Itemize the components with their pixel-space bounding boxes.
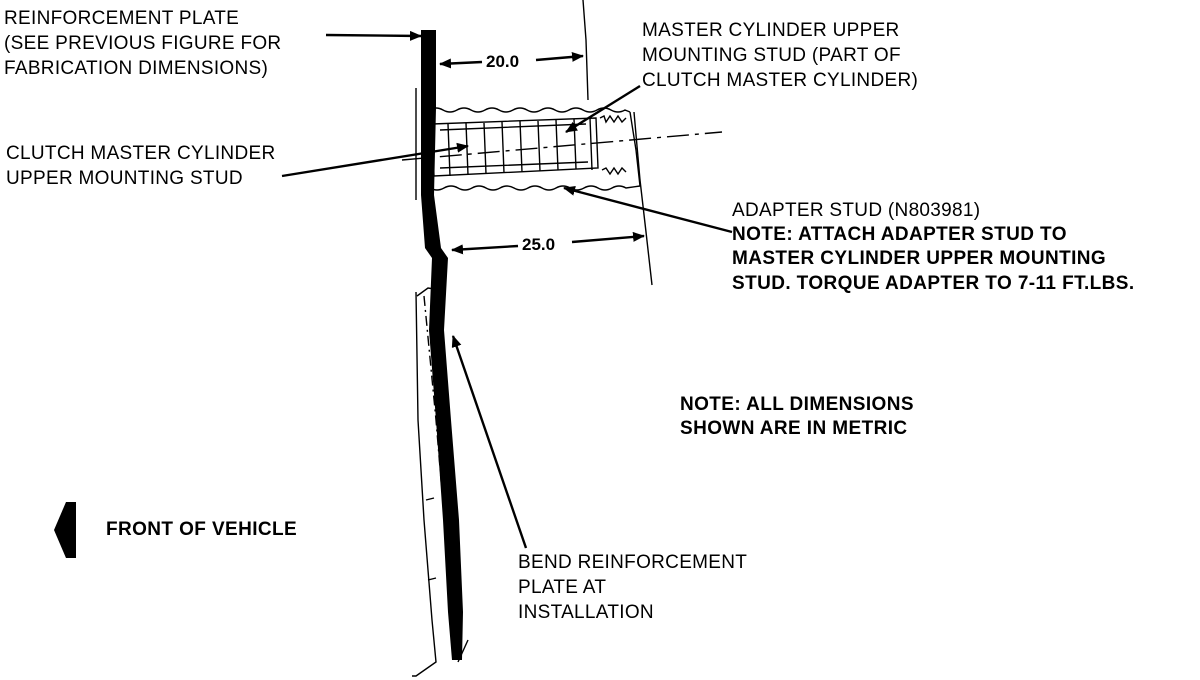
svg-text:NOTE: ALL DIMENSIONS: NOTE: ALL DIMENSIONS bbox=[680, 394, 914, 415]
stud-centerline bbox=[401, 131, 723, 161]
svg-text:NOTE: ATTACH ADAPTER STUD TO: NOTE: ATTACH ADAPTER STUD TO bbox=[732, 224, 1067, 245]
master-cylinder-stud-label: MASTER CYLINDER UPPER MOUNTING STUD (PAR… bbox=[642, 20, 918, 91]
dimension-20: 20.0 bbox=[439, 51, 584, 71]
master-cylinder-surface-lines bbox=[582, 0, 653, 286]
svg-text:UPPER MOUNTING STUD: UPPER MOUNTING STUD bbox=[6, 168, 243, 189]
metric-note: NOTE: ALL DIMENSIONS SHOWN ARE IN METRIC bbox=[680, 394, 914, 439]
svg-text:FABRICATION DIMENSIONS): FABRICATION DIMENSIONS) bbox=[4, 58, 268, 79]
adapter-stud-label: ADAPTER STUD (N803981) bbox=[732, 200, 980, 221]
svg-text:BEND REINFORCEMENT: BEND REINFORCEMENT bbox=[518, 552, 747, 573]
dimension-20-label: 20.0 bbox=[486, 52, 519, 71]
dimension-25-label: 25.0 bbox=[522, 235, 555, 254]
dimension-25: 25.0 bbox=[451, 231, 645, 255]
front-of-vehicle-arrow-icon bbox=[54, 502, 76, 558]
svg-text:MASTER CYLINDER UPPER MOUNTING: MASTER CYLINDER UPPER MOUNTING bbox=[732, 248, 1106, 269]
svg-text:(SEE PREVIOUS FIGURE FOR: (SEE PREVIOUS FIGURE FOR bbox=[4, 33, 281, 54]
bend-plate-label: BEND REINFORCEMENT PLATE AT INSTALLATION bbox=[518, 552, 747, 623]
svg-text:ADAPTER STUD (N803981): ADAPTER STUD (N803981) bbox=[732, 200, 980, 221]
reinforcement-plate bbox=[421, 30, 463, 660]
front-of-vehicle-label: FRONT OF VEHICLE bbox=[106, 519, 297, 540]
svg-text:MASTER CYLINDER UPPER: MASTER CYLINDER UPPER bbox=[642, 20, 900, 41]
adapter-note: NOTE: ATTACH ADAPTER STUD TO MASTER CYLI… bbox=[732, 224, 1135, 294]
svg-text:STUD. TORQUE ADAPTER TO 7-11 F: STUD. TORQUE ADAPTER TO 7-11 FT.LBS. bbox=[732, 273, 1135, 294]
svg-text:SHOWN ARE IN METRIC: SHOWN ARE IN METRIC bbox=[680, 418, 908, 439]
panel-outline bbox=[412, 88, 437, 677]
svg-text:REINFORCEMENT PLATE: REINFORCEMENT PLATE bbox=[4, 8, 239, 29]
svg-text:CLUTCH MASTER CYLINDER): CLUTCH MASTER CYLINDER) bbox=[642, 70, 918, 91]
reinforcement-plate-label: REINFORCEMENT PLATE (SEE PREVIOUS FIGURE… bbox=[4, 8, 281, 79]
svg-text:CLUTCH MASTER CYLINDER: CLUTCH MASTER CYLINDER bbox=[6, 143, 275, 164]
svg-text:INSTALLATION: INSTALLATION bbox=[518, 602, 654, 623]
svg-text:PLATE AT: PLATE AT bbox=[518, 577, 606, 598]
leader-lines bbox=[281, 30, 733, 549]
svg-text:MOUNTING STUD (PART OF: MOUNTING STUD (PART OF bbox=[642, 45, 901, 66]
clutch-master-cylinder-stud-label: CLUTCH MASTER CYLINDER UPPER MOUNTING ST… bbox=[6, 143, 275, 189]
firewall-drawing bbox=[401, 0, 723, 677]
